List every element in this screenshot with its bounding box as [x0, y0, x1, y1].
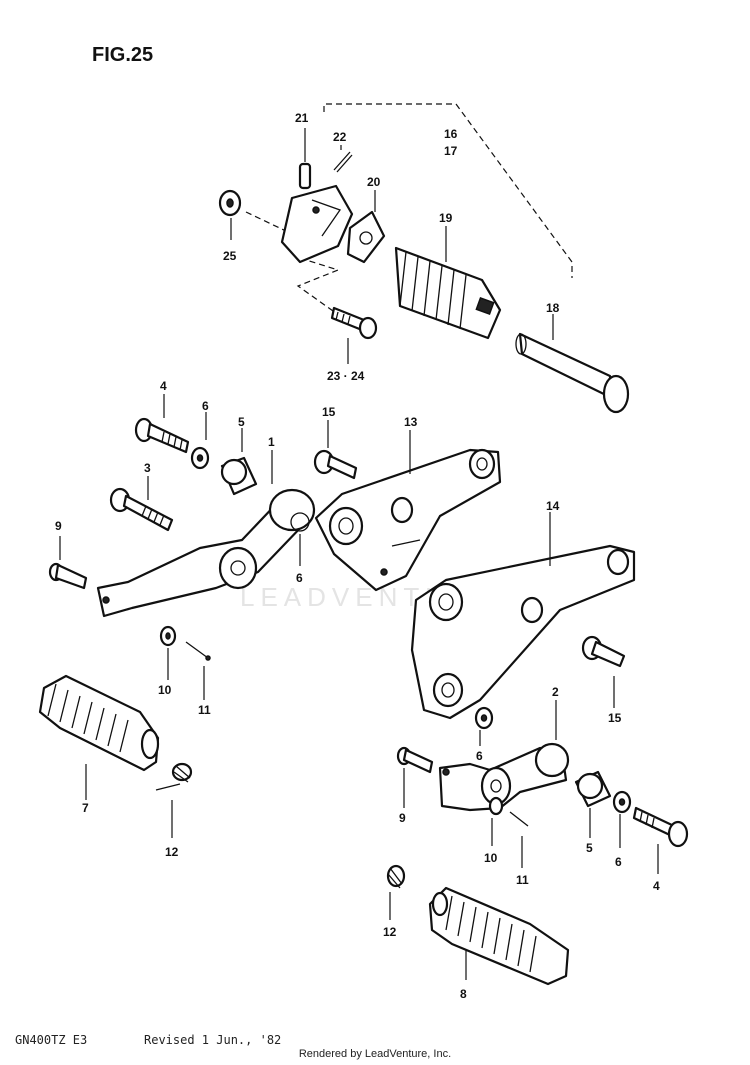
washer-10-left: [159, 625, 177, 680]
callout-9-right: 9: [399, 811, 406, 825]
callout-13: 13: [404, 415, 418, 429]
footrest-bracket: [280, 184, 354, 264]
cotter-pin-11-right: [509, 811, 529, 868]
guide-line-25: [245, 211, 289, 233]
bolt-21: [298, 128, 312, 190]
footrest-arm-1: [96, 450, 316, 618]
callout-11-right: 11: [516, 873, 529, 887]
bolt-15-lower: [581, 635, 626, 708]
washer-6-right-upper: [474, 706, 494, 746]
callout-14: 14: [546, 499, 560, 513]
callout-9-left: 9: [55, 519, 62, 533]
pin-18: [515, 314, 630, 414]
washer-25: [218, 189, 242, 240]
callout-10-left: 10: [158, 683, 172, 697]
spring-12-right: [386, 864, 406, 920]
collar-5-right: [574, 770, 612, 838]
footrest-arm-2: [438, 700, 570, 812]
callout-labels: 21 22 16 17 20 19 25 18 23 · 24 4 6 15 1…: [55, 111, 660, 1001]
collar-5-left: [220, 428, 258, 496]
footrest-rubber-7: [38, 674, 160, 800]
footrest-rubber-8: [428, 886, 570, 986]
callout-4-left: 4: [160, 379, 167, 393]
washer-6-right-lower: [612, 790, 632, 848]
callout-2: 2: [552, 685, 559, 699]
callout-7: 7: [82, 801, 89, 815]
rear-footrest-assembly: [218, 103, 630, 414]
bracket-14: [410, 512, 636, 720]
pin-9-left: [48, 536, 88, 590]
lower-rubbers: [38, 674, 570, 986]
bolt-15-upper: [313, 420, 358, 480]
spring-12-left: [155, 762, 193, 838]
callout-12-right: 12: [383, 925, 397, 939]
callout-21: 21: [295, 111, 309, 125]
callout-16: 16: [444, 127, 458, 141]
callout-6-arm: 6: [296, 571, 303, 585]
washer-6-left: [190, 412, 210, 470]
callout-6-right-lower: 6: [615, 855, 622, 869]
callout-25: 25: [223, 249, 237, 263]
left-footrest-assembly: [48, 394, 502, 700]
callout-15-upper: 15: [322, 405, 336, 419]
bolt-4-left: [134, 394, 190, 454]
bolt-3: [109, 476, 174, 532]
cotter-pin-22: [333, 145, 353, 173]
callout-5-right: 5: [586, 841, 593, 855]
callout-10-right: 10: [484, 851, 498, 865]
callout-20: 20: [367, 175, 381, 189]
callout-4-right: 4: [653, 879, 660, 893]
callout-19: 19: [439, 211, 453, 225]
washer-10-right: [488, 796, 504, 846]
callout-11-left: 11: [198, 703, 211, 717]
callout-22: 22: [333, 130, 347, 144]
footrest-rubber-19: [394, 226, 502, 340]
right-footrest-assembly: [396, 512, 689, 874]
bolt-4-right: [632, 806, 689, 874]
bracket-13: [314, 430, 502, 592]
callout-1: 1: [268, 435, 275, 449]
assembly-bracket-line: [323, 103, 573, 278]
callout-3: 3: [144, 461, 151, 475]
render-credit: Rendered by LeadVenture, Inc.: [298, 1048, 452, 1060]
callout-15-lower: 15: [608, 711, 622, 725]
callout-17: 17: [444, 144, 458, 158]
model-code: GN400TZ E3: [15, 1033, 88, 1047]
callout-8: 8: [460, 987, 467, 1001]
callout-6-upper: 6: [202, 399, 209, 413]
callout-6-right-upper: 6: [476, 749, 483, 763]
callout-5-left: 5: [238, 415, 245, 429]
gasket-20: [346, 190, 386, 264]
figure-title: FIG.25: [92, 44, 154, 66]
pin-9-right: [396, 746, 434, 808]
callout-18: 18: [546, 301, 560, 315]
cotter-pin-11-left: [185, 641, 211, 700]
callout-12-left: 12: [165, 845, 179, 859]
revision-note: Revised 1 Jun., '82: [144, 1033, 282, 1047]
bolt-23-24: [330, 306, 378, 364]
guide-line-23: [296, 257, 341, 317]
callout-23-24: 23 · 24: [327, 369, 365, 383]
